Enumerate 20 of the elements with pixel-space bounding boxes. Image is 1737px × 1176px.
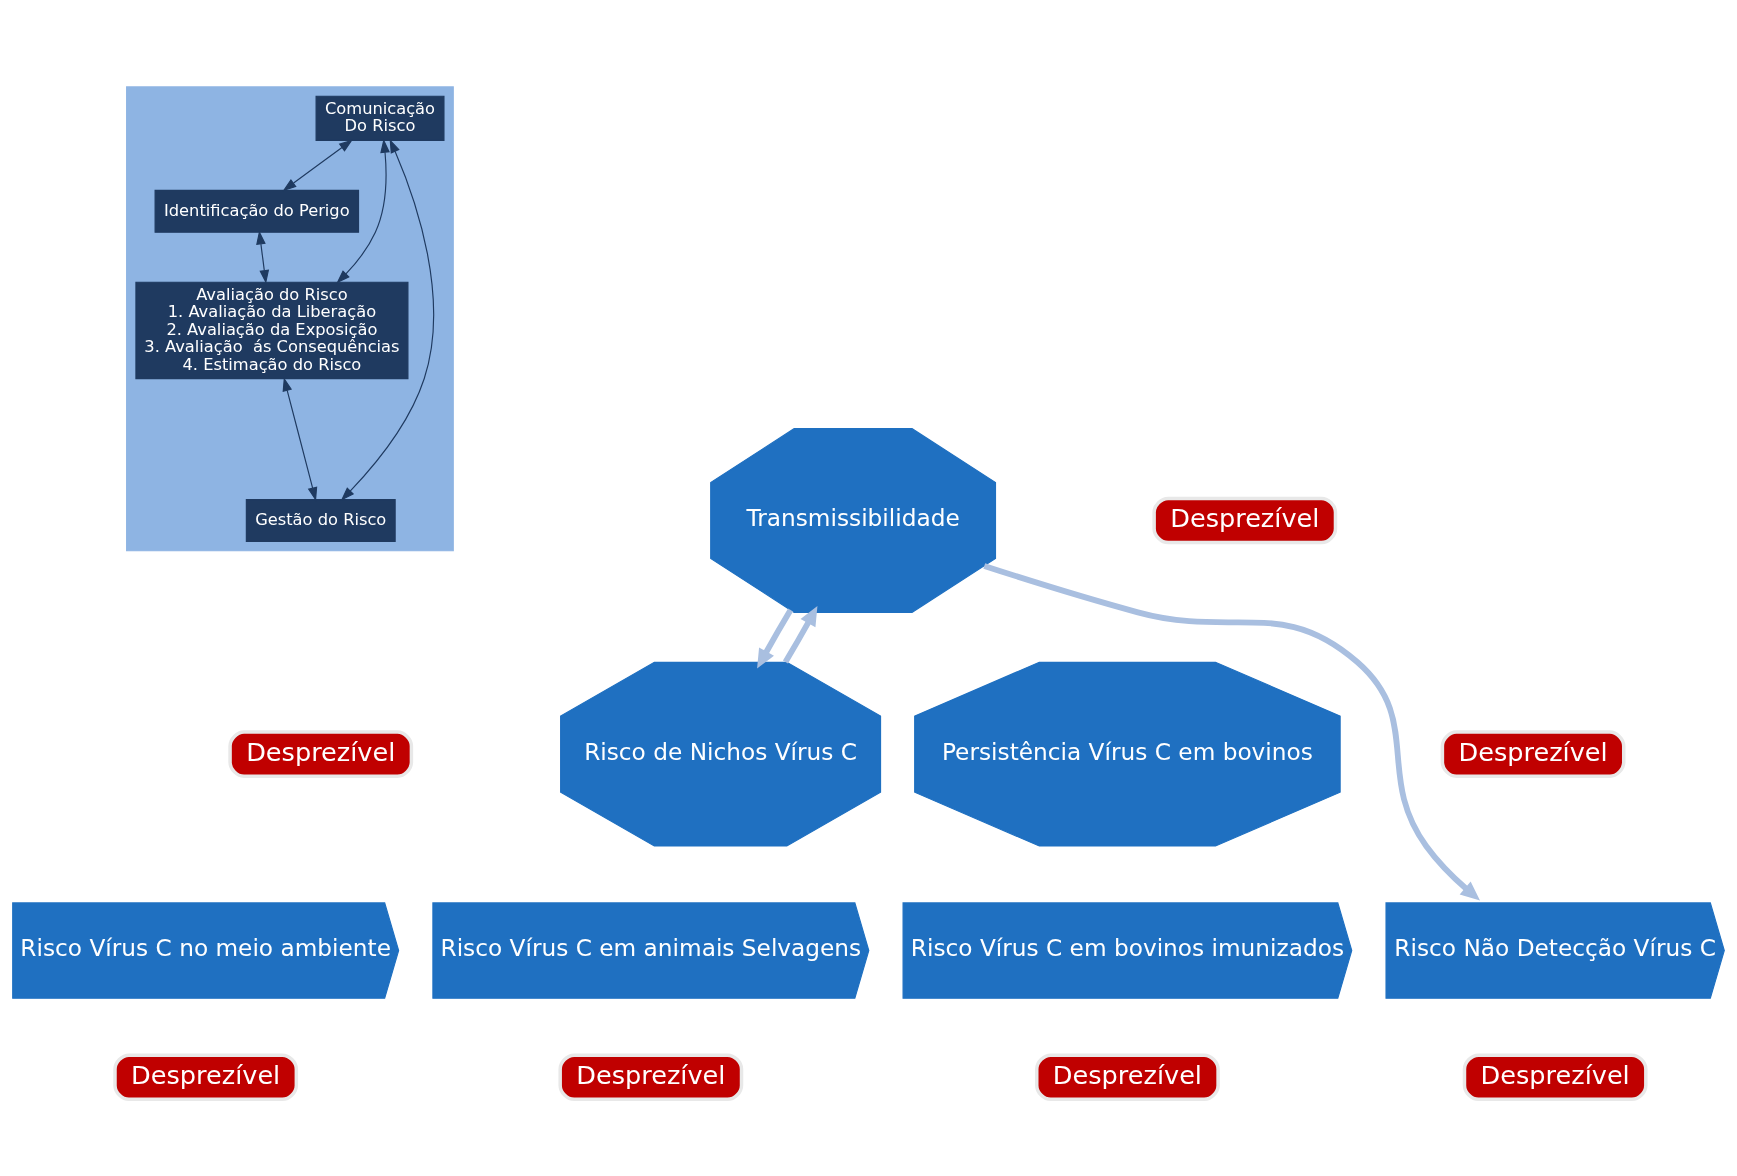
cluster: [126, 85, 454, 551]
arrow: [282, 376, 318, 501]
node-box: Avaliação do Risco 1. Avaliação da Liberação 2. Avaliação da Exposição 3. Avaliação ás Consequências 4. Estimação do Risco: [135, 281, 409, 379]
node-box: Desprezível: [1462, 1052, 1648, 1101]
node-box: Desprezível: [1152, 496, 1338, 544]
node-box: Identificação do Perigo: [154, 189, 360, 233]
node-box: Desprezível: [113, 1052, 299, 1101]
arrow: [782, 605, 818, 664]
arrow: [256, 230, 270, 284]
node-box: Desprezível: [228, 729, 414, 778]
arrow: [983, 562, 1480, 900]
node-box: Comunicação Do Risco: [315, 95, 445, 141]
arrow: [340, 138, 435, 501]
node-box: Desprezível: [1440, 729, 1626, 778]
arrow: [282, 138, 353, 191]
arrow: [757, 608, 794, 669]
arrow: [336, 138, 390, 283]
node-box: Desprezível: [558, 1052, 744, 1101]
node-box: Desprezível: [1035, 1052, 1220, 1101]
node-box: Gestão do Risco: [245, 498, 396, 542]
